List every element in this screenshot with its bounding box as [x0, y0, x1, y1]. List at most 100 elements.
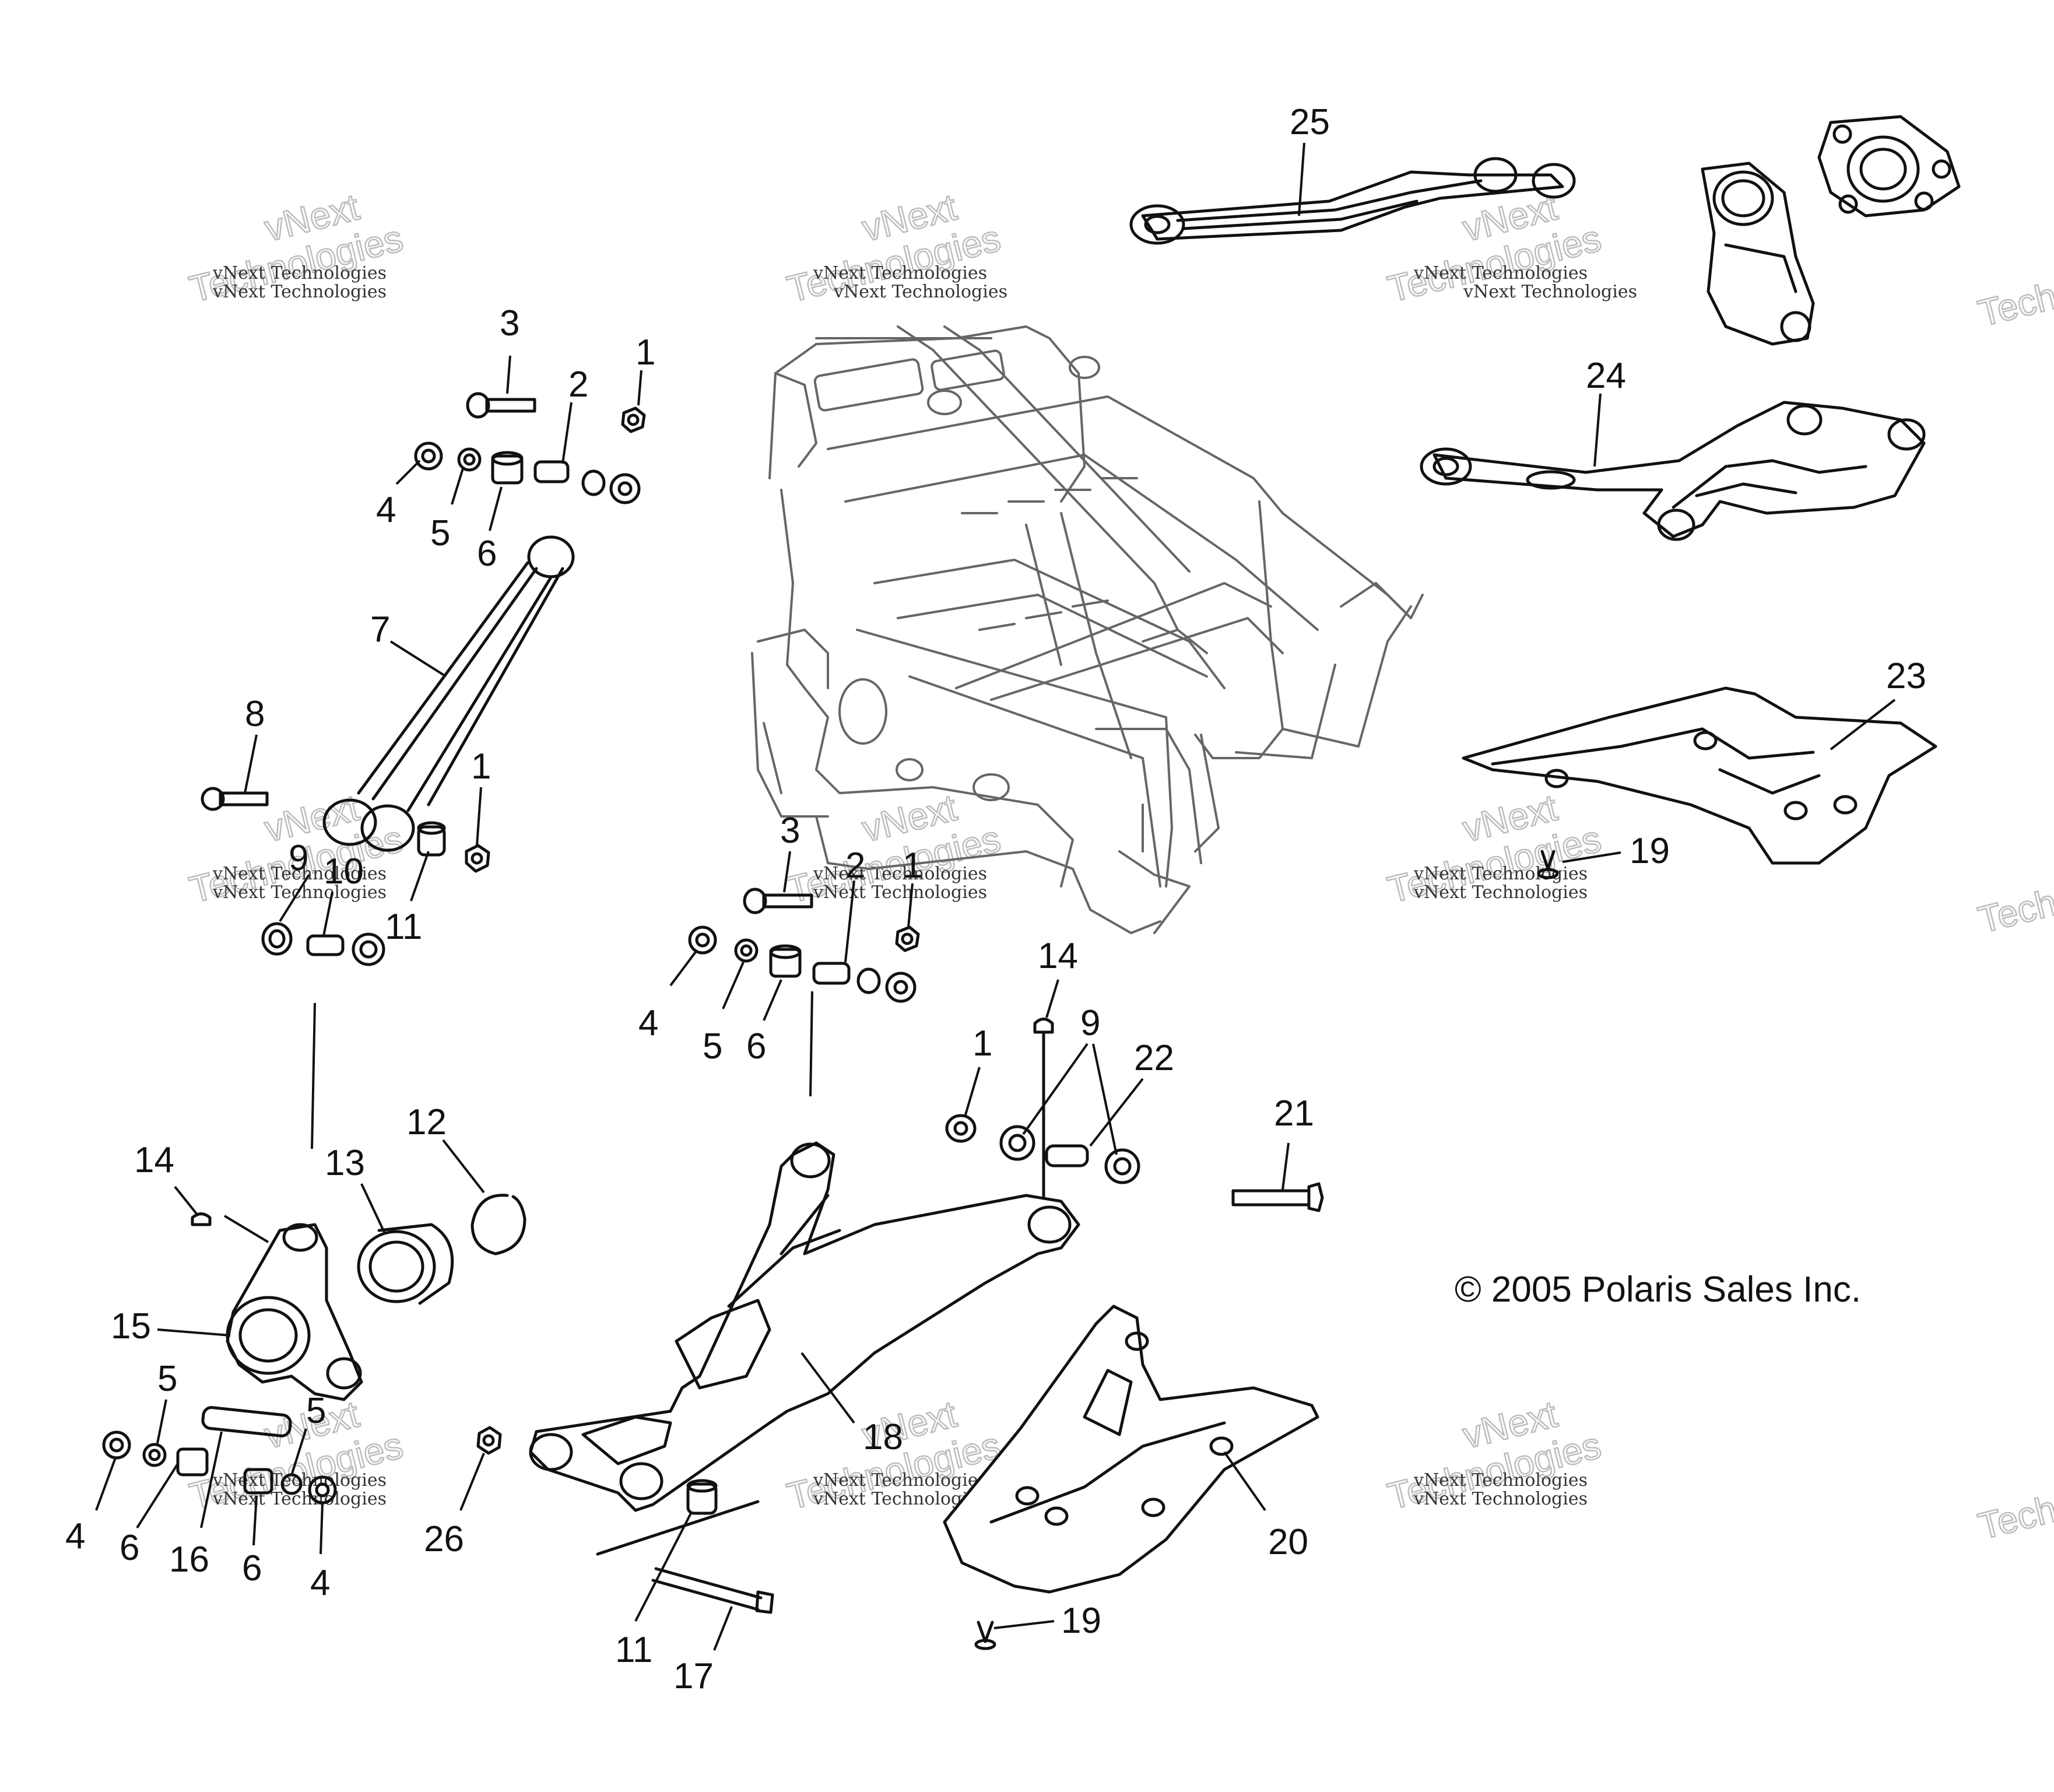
part-hub-flange-top	[1817, 115, 1961, 218]
watermark-text-2: vNext Technologies	[813, 263, 987, 283]
callout-21: 21	[1274, 1093, 1314, 1134]
callout-6a: 6	[477, 534, 497, 574]
callout-22: 22	[1134, 1038, 1174, 1078]
watermark-text-9: vNext Technologies	[1413, 1470, 1588, 1491]
watermark-text-9b: vNext Technologies	[1413, 1489, 1588, 1509]
callout-1d: 1	[972, 1023, 992, 1064]
part-washers-pair-upper	[581, 469, 641, 504]
callout-1a: 1	[635, 332, 655, 373]
part-15-bearing-carrier	[226, 1223, 363, 1401]
callout-4d: 4	[310, 1563, 330, 1603]
watermark-text-6: vNext Technologies	[1413, 864, 1588, 884]
callout-3a: 3	[500, 303, 519, 343]
watermark-edge-2: Technologies	[1974, 847, 2054, 942]
callout-labels: 25 24 23 19 3 1 2 4 5 6 7 8 1 9 10 11 3 …	[65, 102, 1926, 1696]
callout-23: 23	[1886, 656, 1926, 696]
watermark-text-6b: vNext Technologies	[1413, 882, 1588, 903]
callout-19a: 19	[1630, 831, 1670, 871]
callout-9b: 9	[1080, 1003, 1100, 1043]
watermark-text-1b: vNext Technologies	[212, 282, 387, 302]
part-26-nut	[476, 1426, 502, 1455]
watermark-text-3b: vNext Technologies	[1463, 282, 1637, 302]
chassis-frame	[751, 325, 1424, 934]
part-washers-pair-mid	[856, 967, 917, 1003]
part-9-bushing-left	[261, 922, 293, 956]
part-6-bushing-upper	[491, 451, 524, 485]
callout-4c: 4	[65, 1516, 85, 1556]
part-5-spacer-lower-left	[142, 1443, 167, 1467]
callout-14a: 14	[134, 1140, 174, 1180]
part-1-washer-right	[945, 1114, 977, 1143]
part-bearing-carrier-top	[1701, 162, 1815, 346]
callout-9a: 9	[289, 838, 308, 878]
callout-11b: 11	[615, 1630, 652, 1670]
part-2-sleeve-mid	[812, 962, 851, 985]
callout-5b: 5	[703, 1026, 722, 1067]
part-5-spacer-upper	[457, 447, 482, 472]
part-11-spacer-lower	[686, 1479, 718, 1515]
part-17-bolt	[596, 1500, 774, 1614]
callout-2b: 2	[845, 846, 865, 886]
part-4-washer-lower-right	[308, 1475, 337, 1505]
watermark-edge: Technologies	[1974, 240, 2054, 335]
part-19-screw-lower	[974, 1621, 996, 1650]
part-6-bushing-lower-right	[243, 1468, 273, 1495]
part-21-bolt	[1231, 1182, 1324, 1212]
part-23-skid-plate-upper	[1462, 686, 1937, 865]
callout-1b: 1	[471, 746, 491, 787]
callout-24: 24	[1586, 356, 1626, 396]
callout-10: 10	[324, 851, 364, 892]
part-6-bushing-mid	[769, 944, 802, 978]
part-19-screw-upper	[1537, 850, 1559, 879]
callout-20: 20	[1268, 1522, 1308, 1562]
callout-2a: 2	[568, 364, 588, 405]
watermark-text-1: vNext Technologies	[212, 263, 387, 283]
callout-16: 16	[169, 1539, 209, 1580]
callout-18: 18	[863, 1417, 903, 1457]
part-1-nut-mid	[465, 844, 490, 873]
callout-7: 7	[370, 609, 390, 650]
svg-text:Technologies: Technologies	[1974, 847, 2054, 941]
part-4-washer-lower-left	[102, 1430, 131, 1460]
callout-5a: 5	[430, 513, 450, 553]
callout-6c: 6	[120, 1528, 139, 1568]
svg-text:Technologies: Technologies	[1974, 241, 2054, 334]
callout-12: 12	[406, 1102, 447, 1142]
part-24-lower-control-arm	[1420, 401, 1926, 541]
callout-4b: 4	[638, 1003, 658, 1043]
watermark-text-8: vNext Technologies	[813, 1470, 987, 1491]
callout-19b: 19	[1061, 1601, 1101, 1641]
part-11-bushing-mid	[417, 821, 446, 857]
part-18-trailing-arm	[529, 1141, 1080, 1512]
part-9-bushing-right	[352, 932, 385, 966]
callout-6d: 6	[242, 1548, 262, 1588]
callout-13: 13	[325, 1143, 365, 1183]
leader-lines	[95, 142, 1896, 1651]
callout-5d: 5	[306, 1391, 326, 1431]
watermark-text-7b: vNext Technologies	[212, 1489, 387, 1509]
watermark-text-2b: vNext Technologies	[833, 282, 1007, 302]
part-20-skid-plate-lower	[943, 1304, 1319, 1594]
part-12-snap-ring	[471, 1194, 526, 1256]
callout-4a: 4	[376, 490, 396, 530]
copyright-notice: © 2005 Polaris Sales Inc.	[1455, 1270, 1861, 1310]
part-14-grease-fitting-right	[1033, 1018, 1054, 1209]
part-1-nut-mid-right	[895, 925, 920, 952]
watermark-text-4: vNext Technologies	[212, 864, 387, 884]
callout-3b: 3	[780, 811, 800, 851]
watermark-text-3: vNext Technologies	[1413, 263, 1588, 283]
callout-26: 26	[424, 1519, 464, 1559]
part-9-bushing-r1	[999, 1125, 1035, 1161]
callout-5c: 5	[157, 1359, 177, 1399]
part-5-spacer-mid	[734, 938, 759, 963]
callout-6b: 6	[746, 1026, 766, 1067]
watermark-text-5b: vNext Technologies	[813, 882, 987, 903]
watermark-2: vNext Technologies	[782, 185, 1005, 311]
part-4-washer-mid	[688, 925, 717, 955]
part-9-bushing-r2	[1104, 1148, 1140, 1184]
callout-8: 8	[245, 694, 265, 734]
callout-25: 25	[1290, 102, 1330, 142]
callout-15: 15	[111, 1306, 151, 1346]
part-3-bolt-mid	[743, 888, 813, 914]
